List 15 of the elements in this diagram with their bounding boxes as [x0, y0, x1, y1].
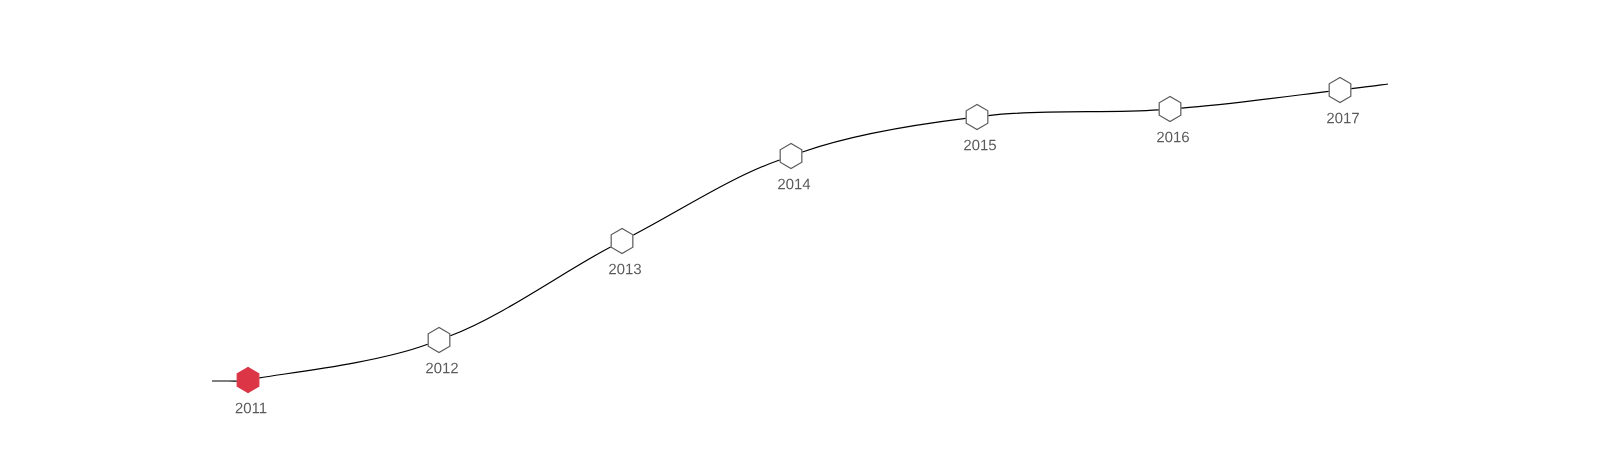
year-label: 2013 — [609, 263, 641, 275]
timeline-curve — [632, 159, 781, 236]
year-label: 2014 — [778, 178, 811, 190]
year-label: 2017 — [1327, 112, 1359, 124]
timeline-curve — [211, 380, 238, 382]
timeline-curve — [449, 246, 612, 337]
year-label: 2011 — [235, 402, 267, 414]
year-label: 2015 — [964, 139, 996, 151]
timeline-curve — [1180, 90, 1330, 109]
year-label: 2012 — [426, 362, 458, 374]
timeline-curve — [987, 109, 1160, 117]
timeline-curve — [801, 117, 967, 153]
year-label: 2016 — [1157, 131, 1189, 143]
timeline-curve — [1350, 83, 1389, 90]
timeline-curve — [258, 343, 429, 379]
